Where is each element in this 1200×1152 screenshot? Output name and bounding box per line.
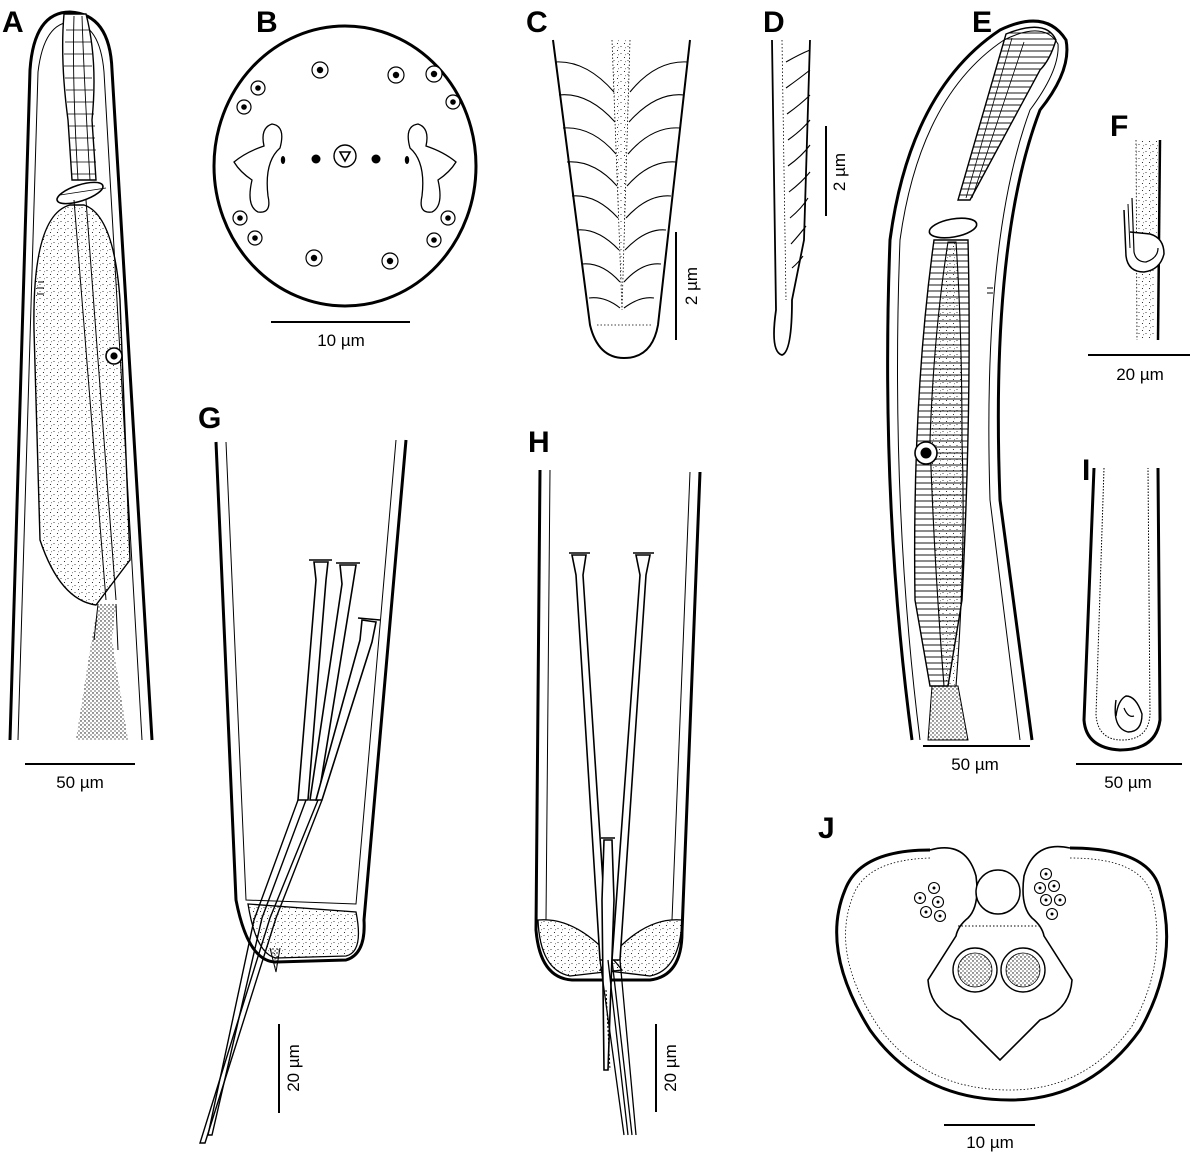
panel-d: D 2 µm <box>763 6 849 356</box>
panel-f: F 20 µm <box>1088 110 1190 384</box>
panel-label-e: E <box>972 6 992 39</box>
panel-label-a: A <box>2 6 24 39</box>
panel-e: E 50 µm <box>886 6 1069 774</box>
panel-label-j: J <box>818 812 835 845</box>
panel-a: A 50 µm <box>2 6 154 792</box>
scale-label-i: 50 µm <box>1104 773 1152 792</box>
panel-c: C 2 µm <box>526 6 701 360</box>
panel-label-h: H <box>528 426 550 459</box>
panel-i: I 50 µm <box>1076 454 1182 792</box>
panel-j: J 10 µm <box>818 812 1169 1152</box>
scale-label-g: 20 µm <box>284 1044 303 1092</box>
scale-label-b: 10 µm <box>317 331 365 350</box>
panel-label-d: D <box>763 6 785 39</box>
panel-label-i: I <box>1082 454 1090 487</box>
panel-label-b: B <box>256 6 278 39</box>
scale-label-h: 20 µm <box>661 1044 680 1092</box>
panel-label-f: F <box>1110 110 1128 143</box>
panel-label-c: C <box>526 6 548 39</box>
scale-label-e: 50 µm <box>951 755 999 774</box>
scale-label-d: 2 µm <box>830 153 849 191</box>
scale-label-j: 10 µm <box>966 1133 1014 1152</box>
panel-label-g: G <box>198 402 221 435</box>
panel-g: G 20 µm <box>198 402 408 1144</box>
scale-label-a: 50 µm <box>56 773 104 792</box>
panel-b: B 10 µm <box>212 6 478 350</box>
scale-label-c: 2 µm <box>682 267 701 305</box>
panel-h: H 20 µm <box>528 426 702 1136</box>
scale-label-f: 20 µm <box>1116 365 1164 384</box>
